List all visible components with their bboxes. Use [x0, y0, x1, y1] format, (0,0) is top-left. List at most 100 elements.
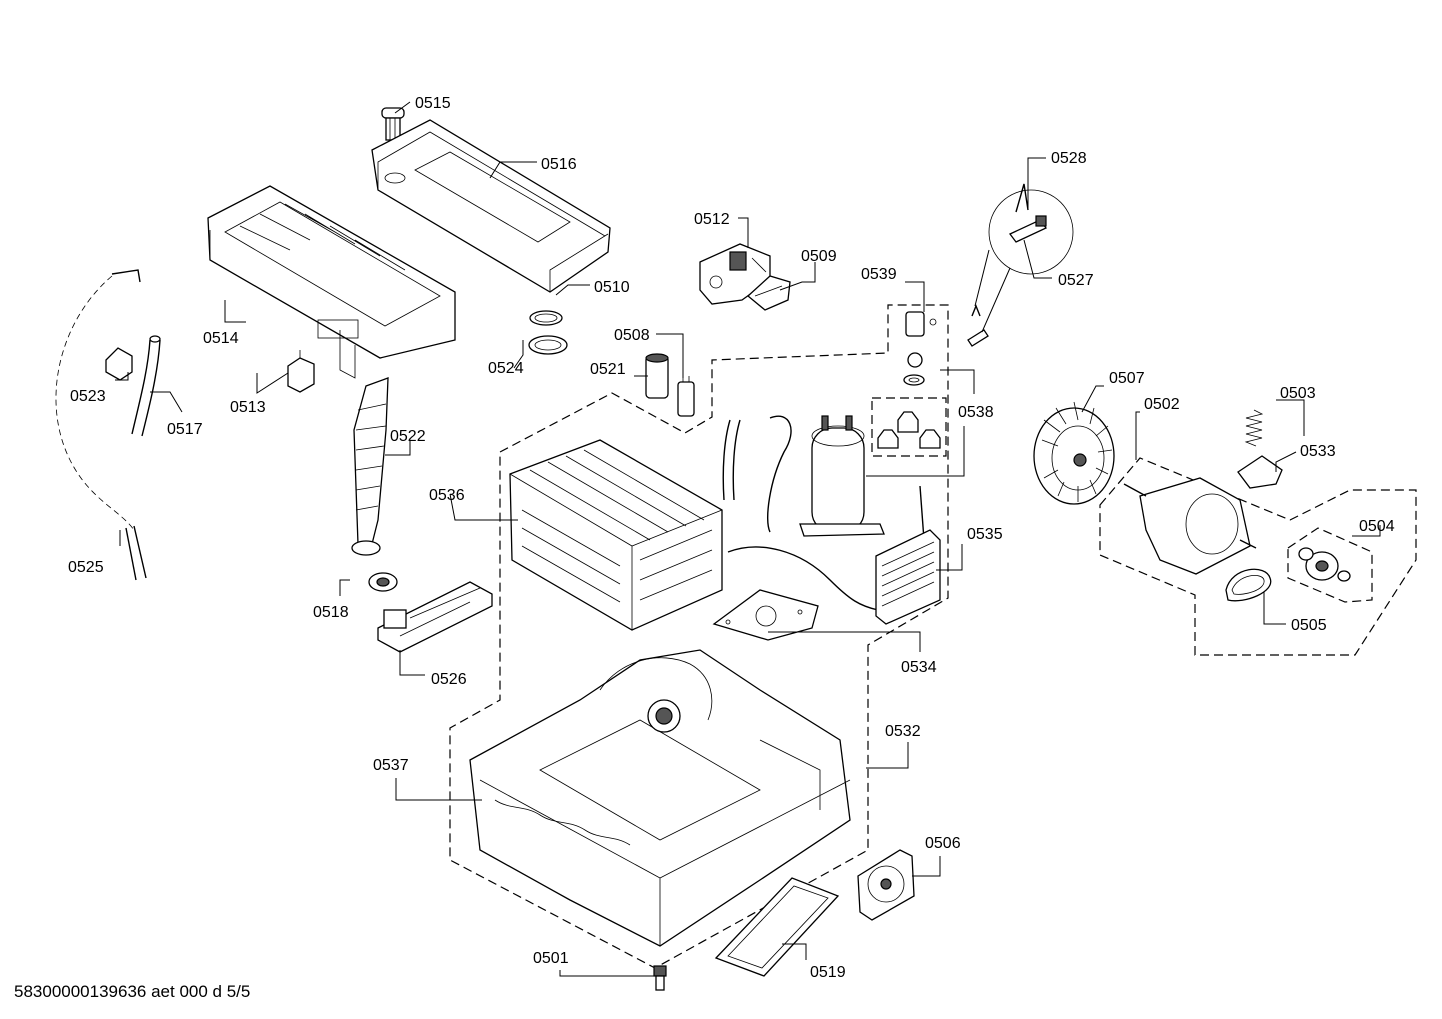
callout-0505[interactable]: 0505 — [1291, 617, 1327, 634]
part-0536-evaporator-block[interactable] — [509, 439, 723, 631]
callout-0539[interactable]: 0539 — [861, 266, 897, 283]
part-0506-fan[interactable] — [857, 849, 915, 921]
callout-0517[interactable]: 0517 — [167, 421, 203, 438]
callout-0532[interactable]: 0532 — [885, 723, 921, 740]
part-0515-filter-plug[interactable] — [381, 107, 405, 141]
callout-0519[interactable]: 0519 — [810, 964, 846, 981]
leader-0532 — [866, 742, 909, 769]
part-0503-spring[interactable] — [1244, 409, 1264, 447]
leader-0504 — [1352, 525, 1381, 537]
callout-0515[interactable]: 0515 — [415, 95, 451, 112]
callout-0534[interactable]: 0534 — [901, 659, 937, 676]
leader-0502 — [1135, 411, 1140, 460]
part-0524-seal-ring[interactable] — [528, 335, 568, 355]
callout-0507[interactable]: 0507 — [1109, 370, 1145, 387]
part-0502-motor[interactable] — [1123, 477, 1257, 575]
callout-0510[interactable]: 0510 — [594, 279, 630, 296]
callout-0504[interactable]: 0504 — [1359, 518, 1395, 535]
callout-0502[interactable]: 0502 — [1144, 396, 1180, 413]
detail-zoom-circle — [988, 189, 1074, 275]
leader-0519 — [782, 943, 807, 960]
callout-0513[interactable]: 0513 — [230, 399, 266, 416]
leader-0538b — [866, 426, 965, 477]
part-0527-sensor-pin[interactable] — [967, 215, 1048, 347]
callout-0509[interactable]: 0509 — [801, 248, 837, 265]
part-0510-seal-ring[interactable] — [529, 310, 563, 326]
main-assembly-outline — [449, 304, 949, 969]
part-0507-fan-wheel[interactable] — [1033, 401, 1115, 505]
leader-0517 — [150, 391, 183, 413]
part-0504-pulley[interactable] — [1298, 547, 1351, 582]
part-0523-clip[interactable] — [105, 347, 133, 381]
leader-0526 — [399, 650, 425, 676]
leader-0506 — [912, 856, 941, 877]
part-0516-water-container[interactable] — [371, 119, 611, 293]
leader-0501 — [559, 970, 654, 977]
part-0538-valve-seals[interactable] — [877, 411, 941, 449]
leader-0513 — [256, 372, 289, 394]
callout-0503[interactable]: 0503 — [1280, 385, 1316, 402]
part-0512-pump[interactable] — [699, 243, 771, 305]
leader-0527 — [1023, 239, 1052, 279]
part-0508-capacitor[interactable] — [677, 376, 695, 417]
callout-0538[interactable]: 0538 — [958, 404, 994, 421]
callout-0533[interactable]: 0533 — [1300, 443, 1336, 460]
part-0501-screw[interactable] — [653, 965, 667, 991]
leader-0533 — [1275, 451, 1297, 472]
leader-0528-zoom — [974, 249, 990, 307]
leader-0522 — [385, 440, 411, 456]
part-0521-capacitor[interactable] — [645, 353, 669, 399]
part-0514-condenser-housing[interactable] — [207, 185, 456, 379]
callout-0524[interactable]: 0524 — [488, 360, 524, 377]
leader-0507 — [1081, 385, 1104, 413]
part-0522-duct-hose[interactable] — [351, 377, 389, 556]
leader-0503 — [1276, 399, 1305, 436]
callout-0522[interactable]: 0522 — [390, 428, 426, 445]
leader-0516 — [489, 161, 537, 179]
callout-0525[interactable]: 0525 — [68, 559, 104, 576]
part-0537-base-frame[interactable] — [469, 649, 851, 947]
part-0528-spring-clip[interactable] — [971, 183, 1029, 317]
part-0539-valve-body[interactable] — [903, 311, 937, 386]
callout-0512[interactable]: 0512 — [694, 211, 730, 228]
callout-0501[interactable]: 0501 — [533, 950, 569, 967]
part-0540-refrigerant-pipes[interactable] — [722, 415, 925, 611]
part-0533-tensioner-plate[interactable] — [1237, 455, 1283, 489]
leader-0518 — [339, 579, 350, 596]
part-0518-grommet[interactable] — [368, 572, 398, 592]
callout-0518[interactable]: 0518 — [313, 604, 349, 621]
part-0513-sensor[interactable] — [287, 350, 315, 393]
part-0526-filter-rail[interactable] — [377, 581, 493, 653]
part-0525-drain-hose[interactable] — [55, 269, 147, 581]
part-0505-drive-belt[interactable] — [1225, 568, 1272, 602]
part-0534-mounting-plate[interactable] — [712, 589, 819, 641]
callout-0521[interactable]: 0521 — [590, 361, 626, 378]
callout-0528[interactable]: 0528 — [1051, 150, 1087, 167]
leader-0528 — [1027, 157, 1046, 210]
callout-0535[interactable]: 0535 — [967, 526, 1003, 543]
callout-0526[interactable]: 0526 — [431, 671, 467, 688]
leader-0527-zoom — [981, 267, 1011, 333]
leader-0538 — [940, 369, 975, 394]
part-0519-door-seal[interactable] — [714, 877, 840, 977]
callout-0537[interactable]: 0537 — [373, 757, 409, 774]
callout-0508[interactable]: 0508 — [614, 327, 650, 344]
part-0541-compressor[interactable] — [799, 415, 885, 537]
leader-0514 — [224, 300, 246, 323]
callout-labels: 0515 0516 0514 0510 0524 0512 0509 0508 … — [14, 95, 1395, 1001]
leader-0523 — [115, 372, 129, 381]
callout-0516[interactable]: 0516 — [541, 156, 577, 173]
leader-0505 — [1263, 592, 1286, 625]
part-0509-bracket[interactable] — [747, 275, 791, 311]
leader-lines — [115, 101, 1381, 977]
callout-0536[interactable]: 0536 — [429, 487, 465, 504]
callout-0527[interactable]: 0527 — [1058, 272, 1094, 289]
callout-0514[interactable]: 0514 — [203, 330, 239, 347]
part-0532-air-duct[interactable] — [599, 657, 713, 721]
part-0535-heat-exchanger[interactable] — [875, 529, 941, 625]
part-0517-hose[interactable] — [131, 335, 161, 437]
leader-0537 — [395, 778, 482, 801]
callout-0506[interactable]: 0506 — [925, 835, 961, 852]
callout-0523[interactable]: 0523 — [70, 388, 106, 405]
